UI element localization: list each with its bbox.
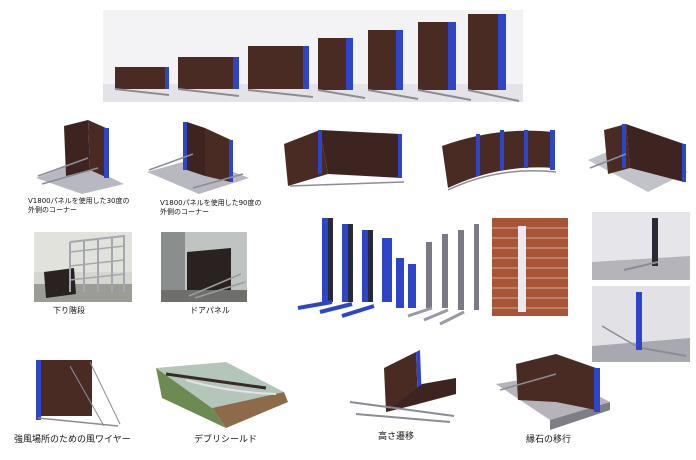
brick-wall-install-photo (492, 218, 568, 316)
caption-wind-wire: 強風場所のための風ワイヤー (14, 435, 131, 445)
corner-90-degree-image (143, 118, 253, 194)
panel-height-1 (114, 67, 170, 96)
stairs-photo (34, 232, 132, 302)
caption-stairs: 下り階段 (53, 306, 85, 315)
wall-mount-photo-top (592, 212, 690, 280)
inside-corner-image (586, 120, 690, 192)
door-panel-photo (161, 232, 247, 302)
panel-height-lineup-image (103, 10, 523, 102)
panel-height-5 (367, 30, 419, 100)
caption-corner-90: V1800パネルを使用した90度の 外側のコーナー (160, 199, 262, 216)
wall-mount-photo-bottom (592, 286, 690, 362)
caption-debris-shield: デブリシールド (194, 435, 258, 445)
panel-height-3 (247, 46, 314, 98)
caption-height-transition: 高さ遷移 (378, 432, 415, 442)
panel-height-6 (417, 22, 472, 101)
corner-30-degree-image (28, 118, 128, 194)
caption-corner-30: V1800パネルを使用した30度の 外側のコーナー (28, 197, 130, 214)
panel-sizes-3d-image (296, 212, 480, 330)
wind-wire-image (14, 356, 124, 430)
panel-height-7 (467, 14, 520, 102)
curved-wall-image (438, 124, 558, 194)
panel-height-2 (177, 57, 240, 97)
caption-curb-transition: 縁石の移行 (526, 435, 572, 445)
curb-transition-image (496, 344, 610, 430)
debris-shield-image (156, 362, 288, 428)
height-transition-image (344, 344, 458, 424)
caption-door-panel: ドアパネル (190, 306, 230, 315)
panel-height-4 (317, 38, 366, 99)
angled-wall-image (280, 124, 410, 190)
